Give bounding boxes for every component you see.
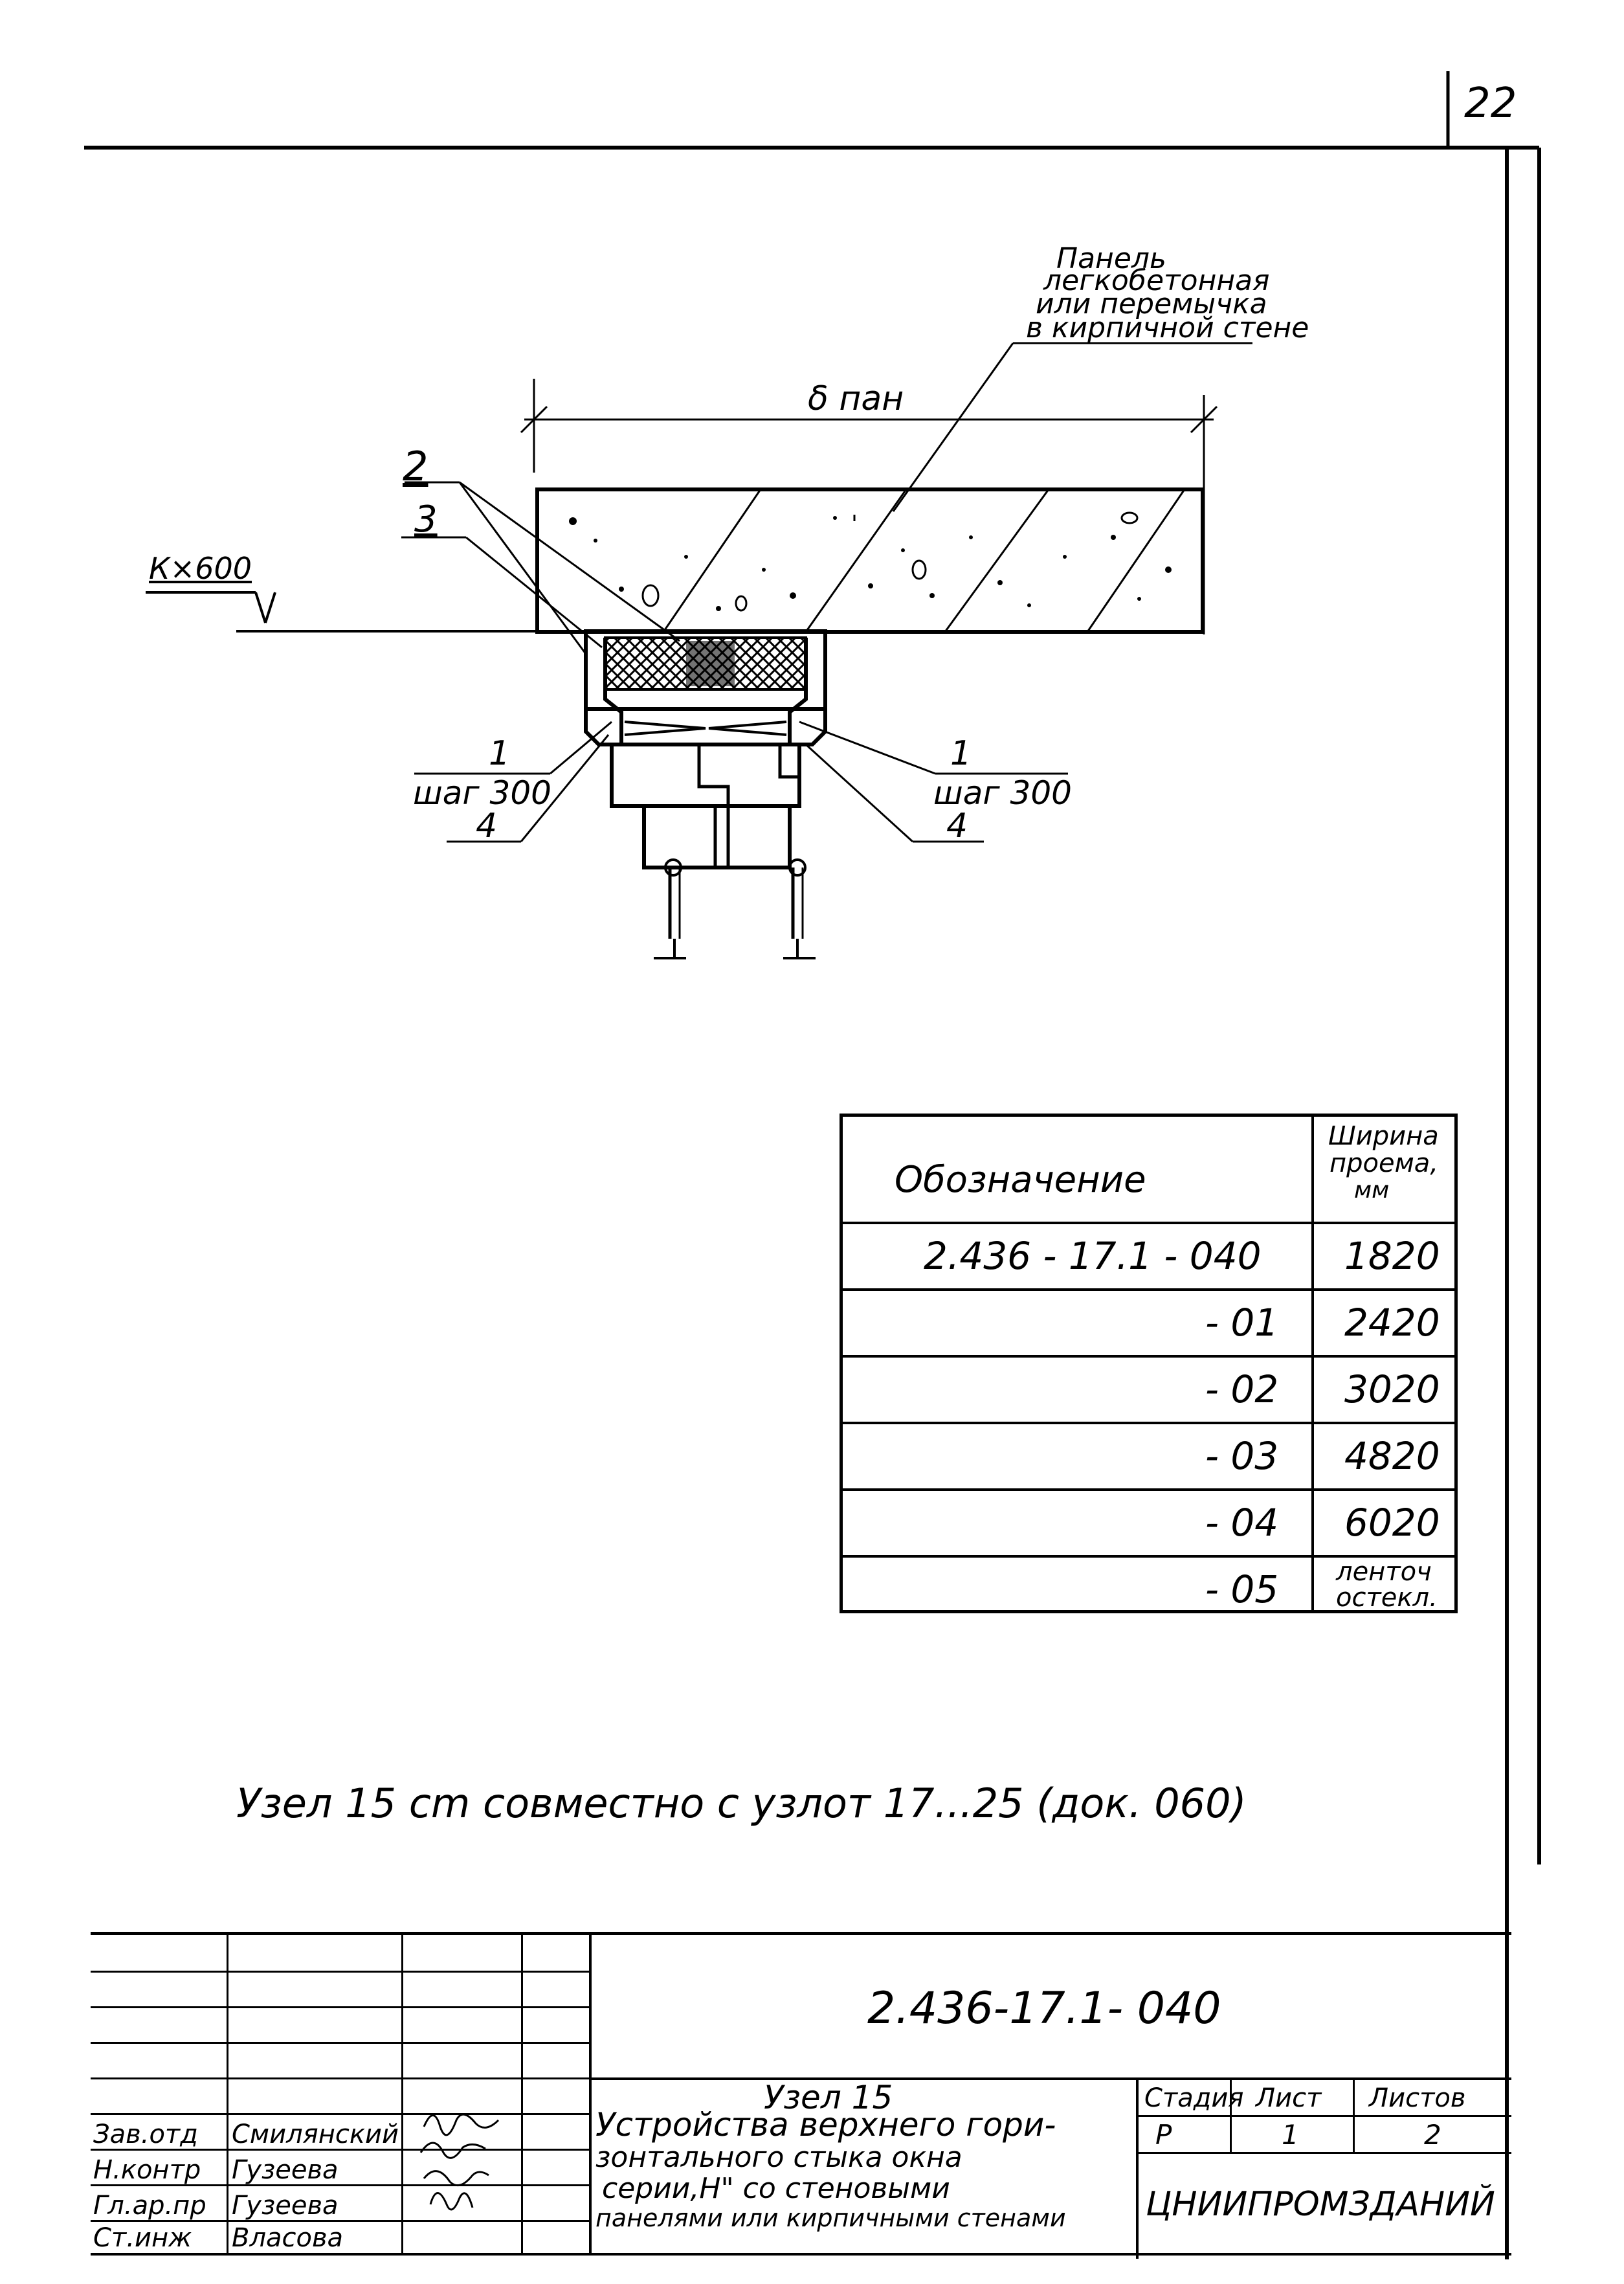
spec-table-divider bbox=[1311, 1117, 1314, 1610]
spec-header-width-2: проема, bbox=[1329, 1148, 1439, 1178]
row-width: 6020 bbox=[1344, 1501, 1440, 1545]
table-row: 2.436 - 17.1 - 040 1820 bbox=[843, 1222, 1454, 1288]
staff-name: Власова bbox=[232, 2223, 344, 2253]
mark-2-label: 2 bbox=[403, 443, 428, 490]
step-right-label: шаг 300 bbox=[933, 774, 1072, 812]
dimension-label: δ пан bbox=[808, 379, 904, 418]
title-line-3: зонтального стыка окна bbox=[595, 2141, 962, 2174]
row-width-line-2: остекл. bbox=[1336, 1583, 1438, 1613]
table-row: - 02 3020 bbox=[843, 1355, 1454, 1422]
row-designation: - 03 bbox=[1205, 1434, 1279, 1478]
sheets-header: Листов bbox=[1369, 2083, 1466, 2113]
mark-4-left-label: 4 bbox=[476, 807, 498, 845]
row-width: 1820 bbox=[1344, 1234, 1440, 1278]
step-left-label: шаг 300 bbox=[413, 774, 551, 812]
table-row: - 04 6020 bbox=[843, 1488, 1454, 1555]
spec-header-width-1: Ширина bbox=[1328, 1121, 1439, 1151]
spec-table: Обозначение Ширина проема, мм 2.436 - 17… bbox=[840, 1114, 1458, 1613]
leader-lines bbox=[401, 342, 1252, 843]
title-line-1: Узел 15 bbox=[764, 2079, 893, 2116]
title-line-2: Устройства верхнего гори- bbox=[595, 2106, 1056, 2144]
panel-callout-line-4: в кирпичной стене bbox=[1026, 311, 1309, 344]
row-width: 3020 bbox=[1344, 1367, 1440, 1411]
title-block: 2.436-17.1- 040 Узел 15 Устройства верхн… bbox=[91, 1932, 1511, 2259]
row-designation: - 04 bbox=[1205, 1501, 1279, 1545]
row-designation: - 01 bbox=[1205, 1301, 1279, 1345]
organization-name: ЦНИИПРОМЗДАНИЙ bbox=[1146, 2185, 1495, 2224]
stage-value: Р bbox=[1155, 2119, 1172, 2151]
spec-header-width-3: мм bbox=[1354, 1177, 1390, 1204]
sheet-frame bbox=[84, 71, 1541, 2259]
row-designation: - 05 bbox=[1205, 1567, 1279, 1611]
mark-1-left-label: 1 bbox=[489, 734, 511, 773]
mark-1-right-label: 1 bbox=[950, 734, 972, 773]
level-mark-line bbox=[146, 591, 660, 633]
window-section bbox=[584, 629, 827, 959]
sheets-value: 2 bbox=[1424, 2119, 1441, 2151]
title-line-4: серии,Н" со стеновыми bbox=[602, 2172, 950, 2205]
title-line-5: панелями или кирпичными стенами bbox=[595, 2204, 1066, 2232]
row-width: 2420 bbox=[1344, 1301, 1440, 1345]
row-width-line-1: ленточ bbox=[1336, 1557, 1432, 1587]
staff-name: Гузеева bbox=[232, 2155, 339, 2185]
panel-callout-line-1: Панель bbox=[1056, 242, 1166, 275]
page-note: Узел 15 cm совместно с узлот 17...25 (до… bbox=[236, 1780, 1247, 1827]
staff-name: Смилянский bbox=[232, 2120, 399, 2149]
panel-callout-line-2: легкобетонная bbox=[1043, 264, 1270, 297]
sheet-header: Лист bbox=[1256, 2083, 1322, 2113]
staff-role: Зав.отд bbox=[93, 2120, 198, 2149]
stage-header: Стадия bbox=[1144, 2083, 1244, 2113]
table-row: - 01 2420 bbox=[843, 1288, 1454, 1355]
staff-role: Гл.ар.пр bbox=[93, 2191, 206, 2221]
row-designation: - 02 bbox=[1205, 1367, 1279, 1411]
sheet-value: 1 bbox=[1282, 2119, 1299, 2151]
table-row: - 05 ленточ остекл. bbox=[843, 1555, 1454, 1613]
row-width: 4820 bbox=[1344, 1434, 1440, 1478]
mark-3-label: 3 bbox=[414, 498, 438, 541]
table-row: - 03 4820 bbox=[843, 1422, 1454, 1488]
level-mark-label: К×600 bbox=[149, 551, 252, 586]
staff-role: Ст.инж bbox=[93, 2223, 192, 2253]
mark-4-right-label: 4 bbox=[946, 807, 968, 845]
row-designation: 2.436 - 17.1 - 040 bbox=[924, 1234, 1262, 1278]
panel-callout-line-3: или перемычка bbox=[1036, 287, 1267, 320]
sheet-number: 22 bbox=[1464, 80, 1517, 128]
document-code: 2.436-17.1- 040 bbox=[867, 1983, 1221, 2034]
concrete-panel bbox=[535, 487, 1205, 634]
staff-name: Гузеева bbox=[232, 2191, 339, 2221]
staff-role: Н.контр bbox=[93, 2155, 201, 2185]
spec-header-designation: Обозначение bbox=[895, 1159, 1146, 1201]
